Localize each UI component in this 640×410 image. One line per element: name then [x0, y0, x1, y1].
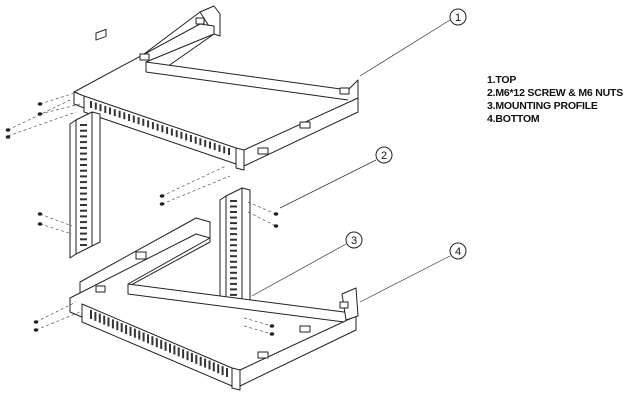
mounting-profile-left-holes: [80, 124, 87, 246]
mounting-profile-left: [69, 111, 101, 259]
legend-item-top: 1.TOP: [487, 74, 517, 86]
callout-1-number: 1: [455, 12, 461, 24]
callout-2: 2: [279, 146, 393, 209]
callout-3: 3: [251, 231, 363, 297]
callout-3-number: 3: [351, 235, 357, 247]
callout-2-number: 2: [381, 150, 387, 162]
screws-and-nuts: [5, 91, 279, 336]
legend-item-mounting-profile: 3.MOUNTING PROFILE: [487, 100, 598, 112]
callout-1: 1: [359, 8, 467, 77]
callout-4: 4: [359, 242, 467, 303]
legend-item-bottom: 4.BOTTOM: [487, 113, 540, 125]
legend-item-screw-nuts: 2.M6*12 SCREW & M6 NUTS: [487, 87, 624, 99]
callout-4-number: 4: [455, 246, 461, 258]
parts-legend: 1.TOP 2.M6*12 SCREW & M6 NUTS 3.MOUNTING…: [487, 74, 623, 126]
top-frame-perforations: [90, 101, 230, 155]
top-frame: [73, 5, 359, 171]
bottom-frame-perforations: [90, 310, 228, 377]
